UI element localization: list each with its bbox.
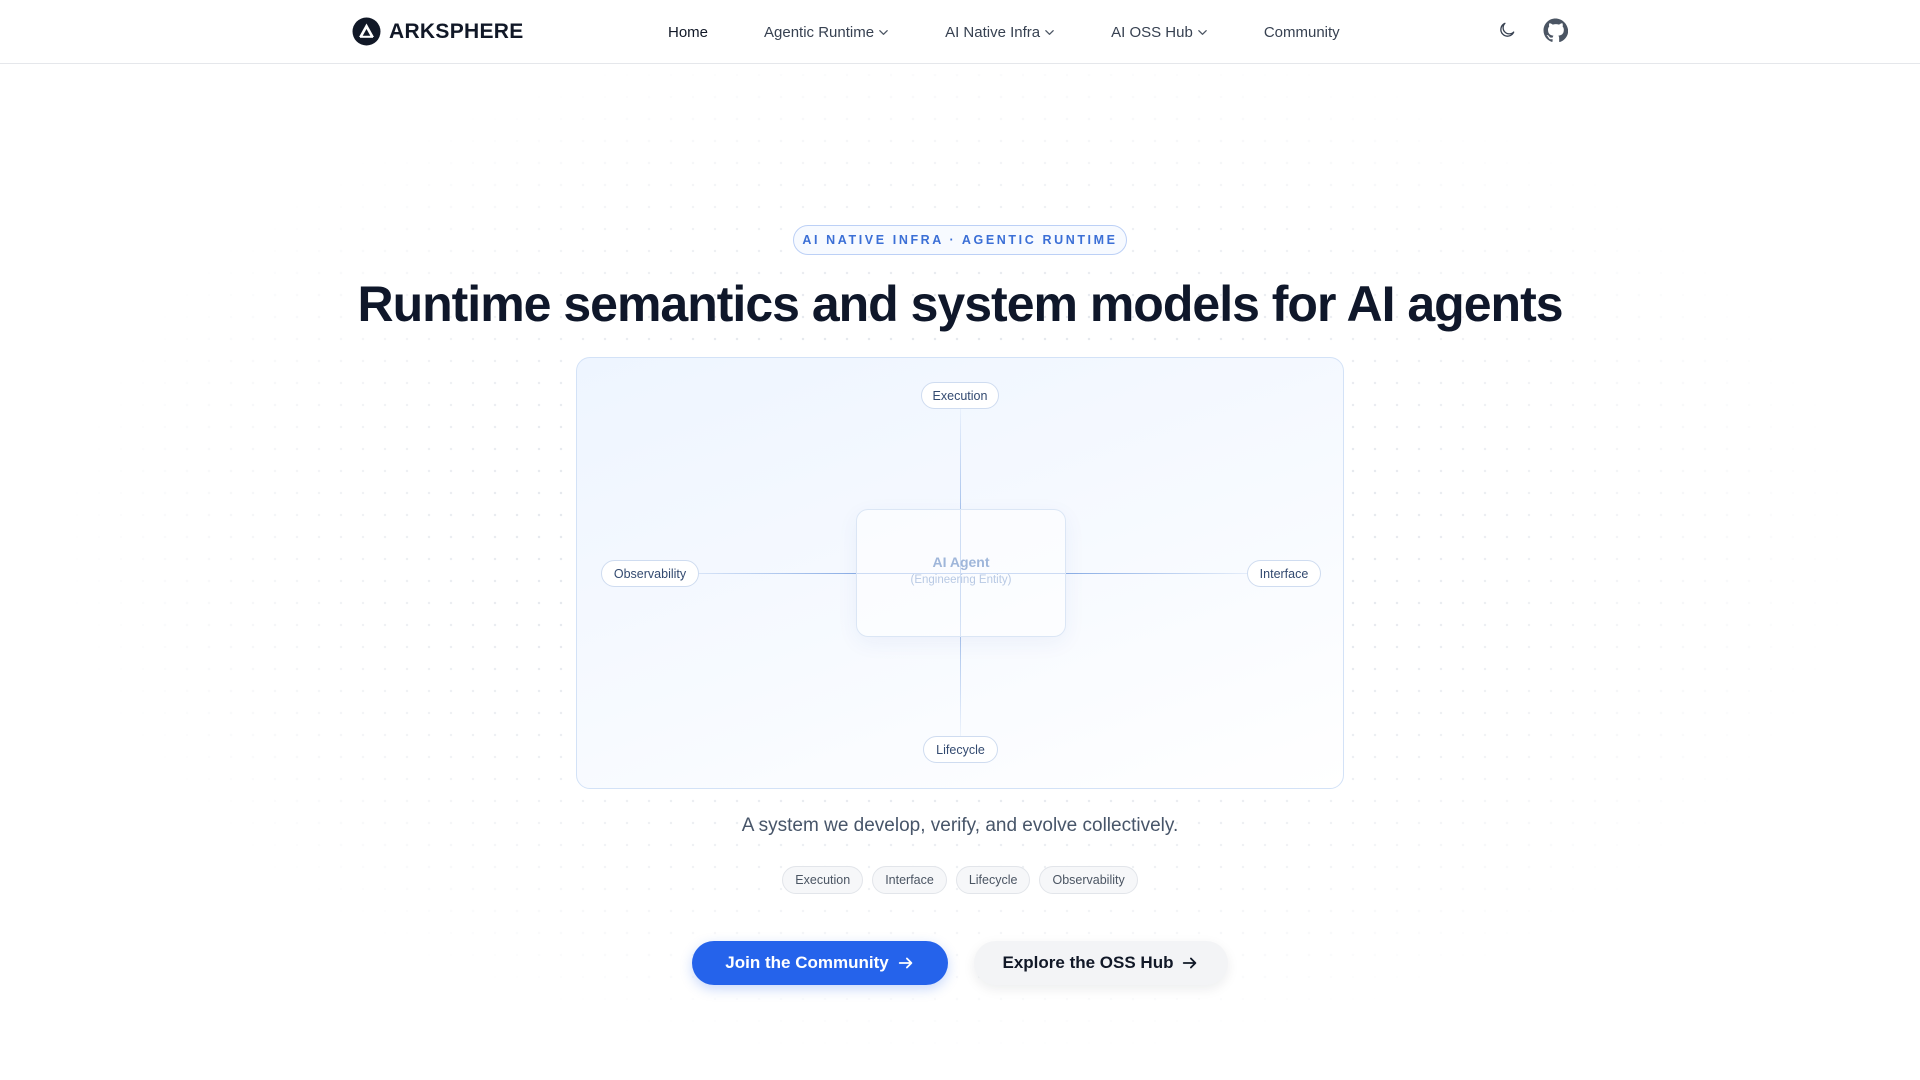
cta-group: Join the Community Explore the OSS Hub bbox=[0, 941, 1920, 985]
explore-oss-hub-button[interactable]: Explore the OSS Hub bbox=[974, 941, 1228, 985]
nav-item-ai-oss-hub[interactable]: AI OSS Hub bbox=[1111, 24, 1208, 41]
chip-observability: Observability bbox=[1039, 866, 1138, 894]
arrow-right-icon bbox=[1183, 957, 1197, 969]
nav-item-label: Community bbox=[1263, 23, 1340, 41]
core-subtitle: (Engineering Entity) bbox=[910, 574, 1012, 586]
theme-toggle-button[interactable] bbox=[1494, 17, 1520, 43]
arrow-right-icon bbox=[898, 957, 913, 969]
diagram-node-interface: Interface bbox=[1247, 560, 1321, 587]
button-label: Join the Community bbox=[725, 953, 889, 972]
nav-item-label: Home bbox=[668, 23, 709, 41]
chevron-down-icon bbox=[879, 29, 888, 35]
arksphere-logo-icon bbox=[352, 17, 381, 46]
nav-item-label: AI OSS Hub bbox=[1111, 23, 1193, 41]
core-title: AI Agent bbox=[932, 554, 990, 570]
moon-icon bbox=[1500, 22, 1515, 37]
diagram-node-observability: Observability bbox=[601, 560, 699, 587]
header-actions bbox=[1494, 17, 1568, 43]
chip-lifecycle: Lifecycle bbox=[955, 866, 1031, 894]
nav-item-ai-native-infra[interactable]: AI Native Infra bbox=[945, 24, 1055, 41]
join-community-button[interactable]: Join the Community bbox=[692, 941, 948, 985]
nav-item-agentic-runtime[interactable]: Agentic Runtime bbox=[764, 24, 889, 41]
brand-link[interactable]: ARKSPHERE bbox=[352, 17, 524, 46]
nav-item-home[interactable]: Home bbox=[668, 24, 708, 41]
page-title: Runtime semantics and system models for … bbox=[357, 276, 1563, 332]
main-nav: Home Agentic Runtime AI Native Infra AI … bbox=[668, 0, 1340, 64]
chevron-down-icon bbox=[1198, 29, 1207, 35]
eyebrow-badge: AI NATIVE INFRA · AGENTIC RUNTIME bbox=[793, 225, 1127, 255]
agent-diagram: AI Agent (Engineering Entity) Execution … bbox=[576, 357, 1344, 789]
chip-execution: Execution bbox=[782, 866, 864, 894]
topic-chips: Execution Interface Lifecycle Observabil… bbox=[0, 866, 1920, 894]
diagram-node-execution: Execution bbox=[921, 382, 999, 409]
chevron-down-icon bbox=[1045, 29, 1054, 35]
brand-name: ARKSPHERE bbox=[389, 19, 524, 43]
site-header: ARKSPHERE Home Agentic Runtime AI Native… bbox=[0, 0, 1920, 64]
github-link[interactable] bbox=[1542, 17, 1568, 43]
button-label: Explore the OSS Hub bbox=[1002, 953, 1174, 972]
diagram-node-lifecycle: Lifecycle bbox=[923, 736, 998, 763]
hero-tagline: A system we develop, verify, and evolve … bbox=[741, 815, 1179, 836]
github-icon bbox=[1543, 18, 1568, 42]
diagram-core-card: AI Agent (Engineering Entity) bbox=[856, 509, 1066, 637]
nav-item-community[interactable]: Community bbox=[1264, 24, 1340, 41]
nav-item-label: AI Native Infra bbox=[945, 23, 1041, 41]
nav-item-label: Agentic Runtime bbox=[764, 23, 875, 41]
chip-interface: Interface bbox=[872, 866, 947, 894]
